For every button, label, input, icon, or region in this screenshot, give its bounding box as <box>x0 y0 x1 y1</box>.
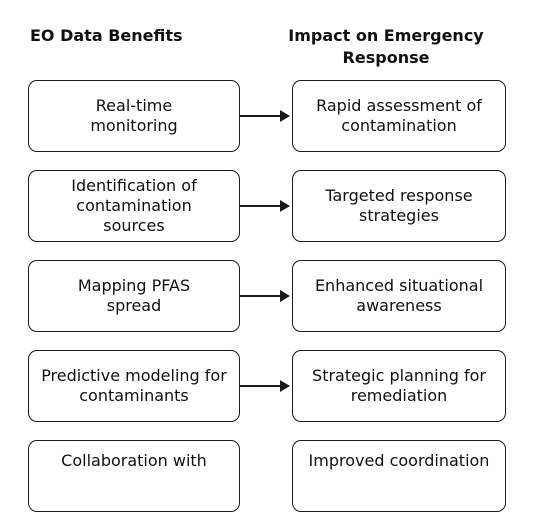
arrow-icon <box>240 198 292 214</box>
arrow-icon <box>240 378 292 394</box>
arrow-icon <box>240 108 292 124</box>
impact-label: Improved coordination <box>308 451 490 470</box>
impact-box: Strategic planning for remediation <box>292 350 506 422</box>
benefit-label: Identification of contamination sources <box>71 176 197 235</box>
impact-label: Strategic planning for remediation <box>312 366 486 405</box>
benefit-box: Mapping PFAS spread <box>28 260 240 332</box>
benefit-box: Real-time monitoring <box>28 80 240 152</box>
benefit-label: Real-time monitoring <box>90 96 178 135</box>
benefit-box: Collaboration with <box>28 440 240 512</box>
impact-box: Rapid assessment of contamination <box>292 80 506 152</box>
benefit-label: Collaboration with <box>61 451 207 470</box>
benefit-box: Identification of contamination sources <box>28 170 240 242</box>
column-heading-impact: Impact on Emergency Response <box>288 26 484 67</box>
column-heading-benefits: EO Data Benefits <box>30 26 183 45</box>
benefit-label: Mapping PFAS spread <box>77 276 191 315</box>
impact-box: Improved coordination <box>292 440 506 512</box>
impact-box: Targeted response strategies <box>292 170 506 242</box>
impact-label: Rapid assessment of contamination <box>316 96 482 135</box>
benefit-box: Predictive modeling for contaminants <box>28 350 240 422</box>
benefit-label: Predictive modeling for contaminants <box>41 366 227 405</box>
impact-label: Targeted response strategies <box>325 186 473 225</box>
arrow-icon <box>240 288 292 304</box>
impact-label: Enhanced situational awareness <box>314 276 484 315</box>
impact-box: Enhanced situational awareness <box>292 260 506 332</box>
